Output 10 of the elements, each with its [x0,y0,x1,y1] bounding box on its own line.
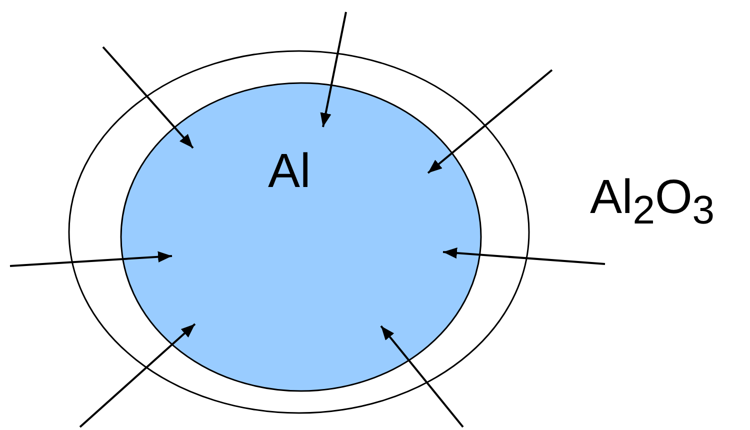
arrow [10,251,172,267]
arrow [79,323,196,428]
core-ellipse [120,82,482,392]
arrow [427,69,553,174]
arrow [320,12,347,128]
core-label: Al [268,148,311,196]
arrow [102,46,194,149]
arrow [380,325,464,428]
arrow [442,247,606,265]
shell-label: Al$_{2}$O$_{3}$ [590,174,715,231]
